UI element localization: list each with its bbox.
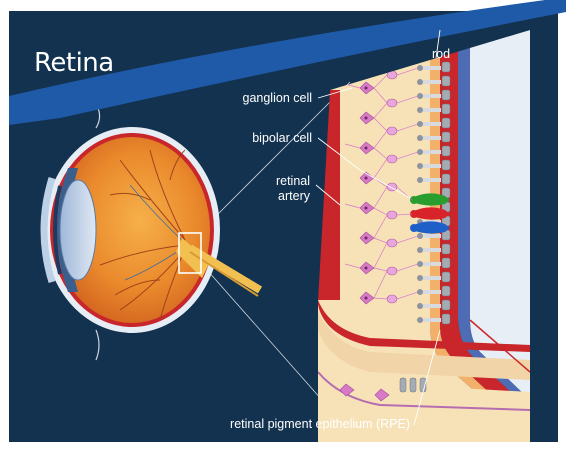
- cone-cells: [410, 193, 450, 233]
- label-ganglion-cell: ganglion cell: [243, 91, 313, 105]
- label-rpe: retinal pigment epithelium (RPE): [230, 417, 410, 431]
- bipolar-cells: [387, 71, 397, 303]
- label-retinal-artery-line2: artery: [278, 189, 311, 203]
- retina-detail-panel: [318, 30, 530, 442]
- label-rod: rod: [432, 47, 450, 61]
- label-retinal-artery-line1: retinal: [276, 174, 310, 188]
- eyeball-illustration: [44, 108, 260, 360]
- label-bipolar-cell: bipolar cell: [252, 131, 312, 145]
